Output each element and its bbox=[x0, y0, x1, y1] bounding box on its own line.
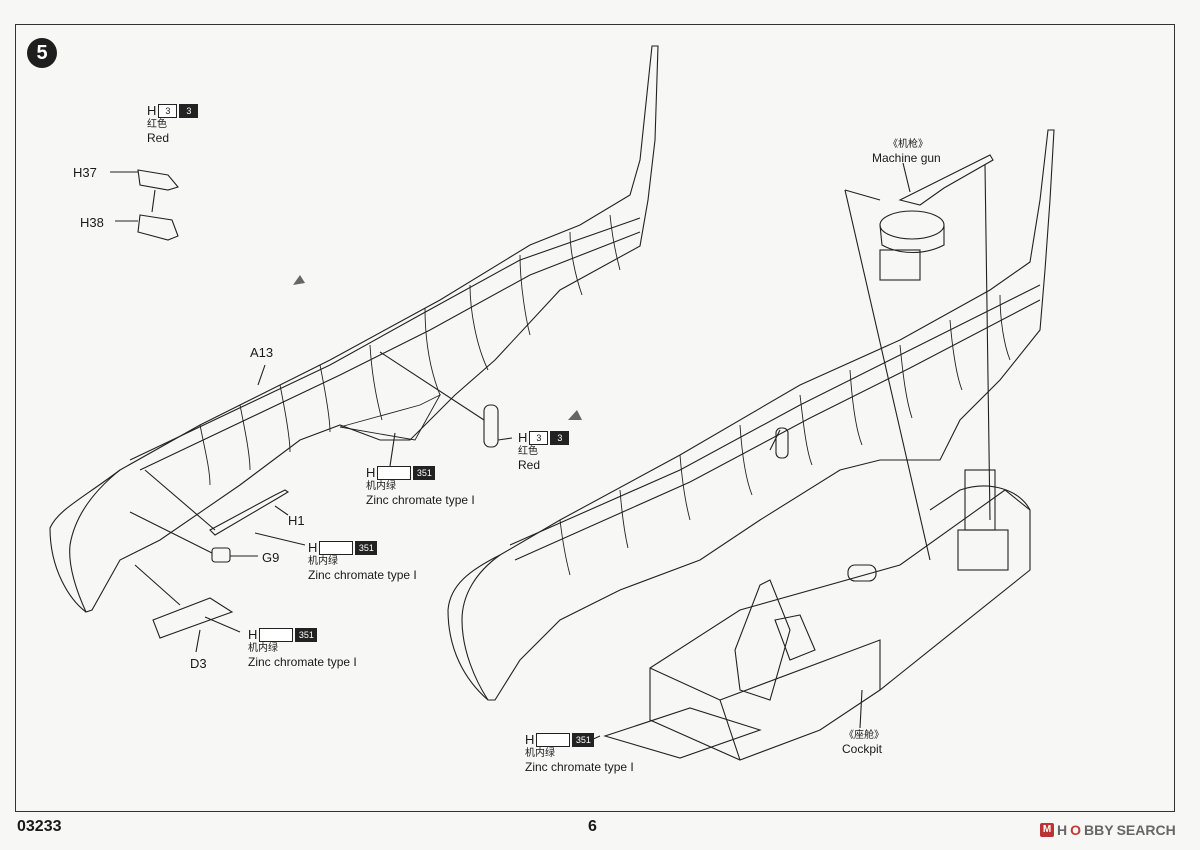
part-label-h1: H1 bbox=[288, 513, 305, 528]
paint-name-cn: 机内绿 bbox=[248, 643, 278, 654]
part-label-g9: G9 bbox=[262, 550, 280, 565]
part-label-a13: A13 bbox=[250, 345, 274, 360]
brand-badge-icon: M bbox=[1040, 823, 1054, 837]
paint-code-box bbox=[377, 465, 412, 480]
paint-code-box bbox=[319, 540, 354, 555]
paint-code-box-filled: 3 bbox=[550, 430, 570, 445]
paint-code-box-filled: 351 bbox=[355, 540, 378, 555]
paint-code-box: 3 bbox=[529, 430, 549, 445]
paint-letter: H bbox=[147, 103, 157, 118]
paint-name-en: Zinc chromate type I bbox=[308, 568, 417, 582]
paint-callout-red-bottle: H 3 3 bbox=[518, 430, 570, 445]
paint-callout-zinc-plank: H 351 bbox=[525, 732, 595, 747]
step-number-badge: 5 bbox=[27, 38, 57, 68]
paint-callout-zinc-g9: H 351 bbox=[308, 540, 378, 555]
brand-suffix: SEARCH bbox=[1116, 822, 1176, 838]
page-number: 6 bbox=[588, 818, 597, 835]
brand-mid: BBY bbox=[1084, 822, 1114, 838]
paint-callout-zinc-d3: H 351 bbox=[248, 627, 318, 642]
paint-name-en: Red bbox=[147, 131, 170, 145]
paint-letter: H bbox=[308, 540, 318, 555]
part-label-h37: H37 bbox=[73, 165, 97, 180]
paint-code-box: 3 bbox=[158, 103, 178, 118]
paint-name-en: Red bbox=[518, 458, 541, 472]
paint-name-cn: 红色 bbox=[147, 119, 167, 130]
paint-name-cn: 机内绿 bbox=[366, 481, 396, 492]
part-label-d3: D3 bbox=[190, 656, 207, 671]
right-fuselage-outline bbox=[447, 129, 1055, 701]
paint-callout-zinc-floor: H 351 bbox=[366, 465, 436, 480]
paint-code-box bbox=[259, 627, 294, 642]
brand-letter: H bbox=[1057, 822, 1068, 838]
part-label-h38: H38 bbox=[80, 215, 104, 230]
paint-name-en: Zinc chromate type I bbox=[248, 655, 357, 669]
page-frame bbox=[15, 24, 1175, 812]
paint-name-en: Zinc chromate type I bbox=[366, 493, 475, 507]
paint-letter: H bbox=[525, 732, 535, 747]
machine-gun-label-cn: 《机枪》 bbox=[888, 139, 928, 150]
left-fuselage-outline bbox=[49, 45, 659, 613]
brand-o: O bbox=[1070, 822, 1082, 838]
paint-name-cn: 红色 bbox=[518, 446, 538, 457]
paint-name-en: Zinc chromate type I bbox=[525, 760, 634, 774]
paint-code-box-filled: 3 bbox=[179, 103, 199, 118]
paint-callout-red-top: H 3 3 bbox=[147, 103, 199, 118]
paint-letter: H bbox=[518, 430, 528, 445]
paint-code-box bbox=[536, 732, 571, 747]
paint-code-box-filled: 351 bbox=[572, 732, 595, 747]
paint-name-cn: 机内绿 bbox=[308, 556, 338, 567]
paint-code-box-filled: 351 bbox=[295, 627, 318, 642]
paint-code-box-filled: 351 bbox=[413, 465, 436, 480]
cockpit-label-cn: 《座舱》 bbox=[844, 730, 884, 741]
machine-gun-label-en: Machine gun bbox=[872, 151, 941, 165]
cockpit-label-en: Cockpit bbox=[842, 742, 883, 756]
kit-code: 03233 bbox=[17, 818, 62, 835]
paint-letter: H bbox=[366, 465, 376, 480]
paint-letter: H bbox=[248, 627, 258, 642]
paint-name-cn: 机内绿 bbox=[525, 748, 555, 759]
